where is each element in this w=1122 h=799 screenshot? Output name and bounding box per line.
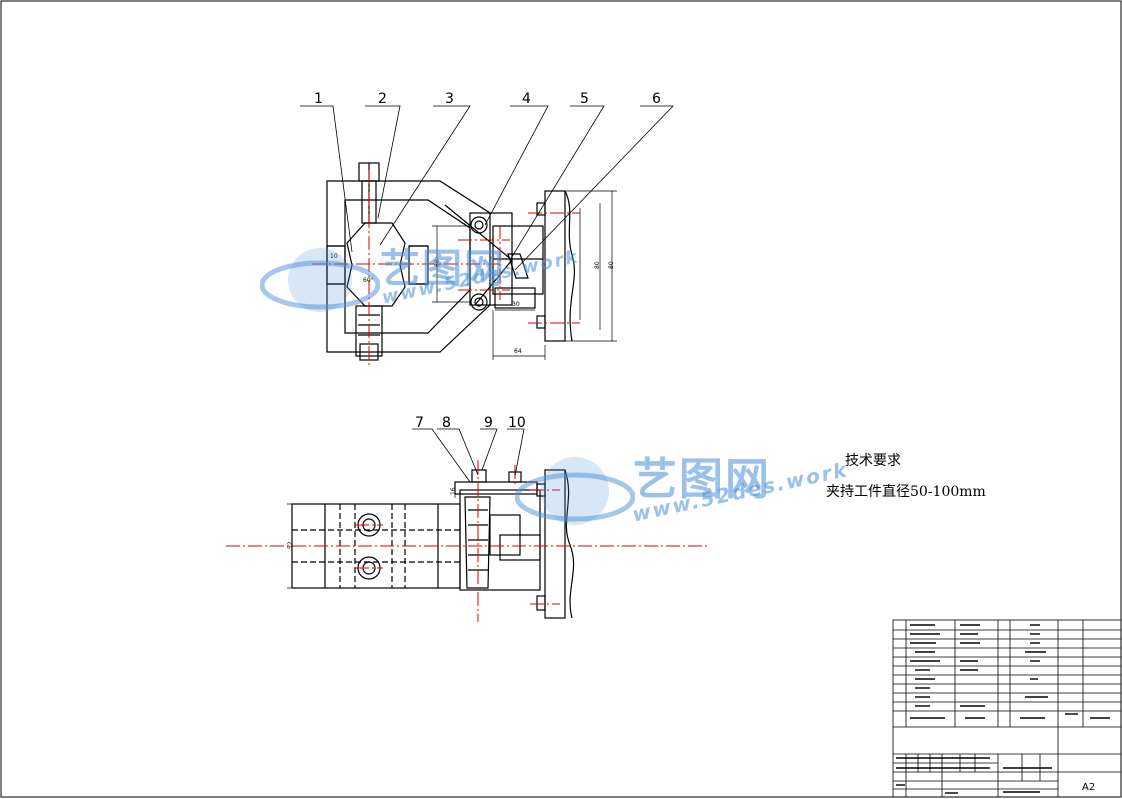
- top-leaders: [300, 105, 674, 271]
- slot: [507, 253, 529, 279]
- top-view: [326, 162, 575, 361]
- callout-7: 7: [415, 415, 424, 431]
- front-flange: [544, 469, 566, 619]
- dim-80b: 80: [608, 261, 615, 269]
- callout-6: 6: [652, 91, 661, 107]
- title-block-text-marks: [896, 624, 1110, 794]
- base-flange: [544, 190, 566, 342]
- front-dims: [287, 482, 456, 589]
- pin-top: [470, 216, 488, 234]
- front-centerlines: [226, 460, 708, 622]
- dim-30: 30: [512, 301, 520, 308]
- callout-10: 10: [508, 415, 526, 431]
- screw-thread: [464, 496, 491, 589]
- dim-64: 64: [514, 348, 522, 355]
- front-leaders: [412, 428, 525, 483]
- dim-52: 52: [287, 541, 294, 549]
- callout-3: 3: [445, 91, 454, 107]
- callout-9: 9: [484, 415, 493, 431]
- top-dims: [432, 190, 617, 360]
- title-block: [892, 619, 1122, 798]
- base-break: [564, 190, 575, 342]
- tech-requirements-heading: 技术要求: [845, 453, 901, 469]
- dim-angle: 60°: [363, 277, 374, 284]
- callout-8: 8: [442, 415, 451, 431]
- callout-5: 5: [580, 91, 589, 107]
- callout-1: 1: [314, 91, 323, 107]
- dim-80a: 80: [594, 261, 601, 269]
- dim-10: 10: [330, 253, 338, 260]
- front-view: [291, 469, 575, 619]
- tech-requirements-line1: 夹持工件直径50-100mm: [826, 484, 986, 500]
- dim-60: 60: [434, 259, 441, 267]
- sheet-size: A2: [1082, 782, 1095, 793]
- c-frame-inner: [344, 199, 471, 334]
- callout-2: 2: [378, 91, 387, 107]
- callout-4: 4: [522, 91, 531, 107]
- pin-bottom: [470, 293, 488, 311]
- dim-16: 16: [450, 487, 457, 495]
